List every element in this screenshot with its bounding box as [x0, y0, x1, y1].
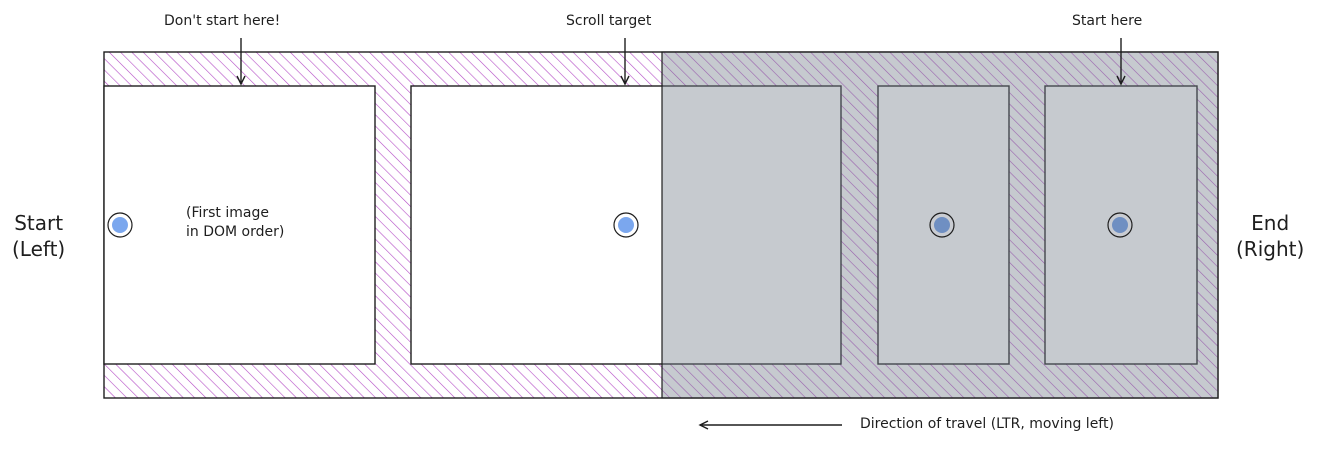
start-here-label: Start here: [1072, 13, 1143, 29]
snap-point-first: [107, 212, 133, 238]
direction-label: Direction of travel (LTR, moving left): [860, 416, 1114, 432]
first-image-note-line1: (First image: [186, 205, 269, 221]
end-side-label: End (Right): [1236, 210, 1304, 262]
start-side-label: Start (Left): [12, 210, 65, 262]
snap-point-second: [613, 212, 639, 238]
scroll-item-first: [103, 85, 376, 365]
first-image-note: (First image in DOM order): [186, 204, 284, 242]
first-image-note-line2: in DOM order): [186, 223, 285, 240]
scroll-target-label: Scroll target: [566, 13, 652, 29]
dont-start-label: Don't start here!: [164, 13, 281, 29]
start-side-line1: Start: [14, 211, 64, 235]
start-side-line2: (Left): [12, 237, 66, 261]
snap-point-fourth: [1107, 212, 1133, 238]
snap-point-third: [929, 212, 955, 238]
end-side-line1: End: [1251, 211, 1290, 235]
end-side-line2: (Right): [1236, 237, 1305, 261]
